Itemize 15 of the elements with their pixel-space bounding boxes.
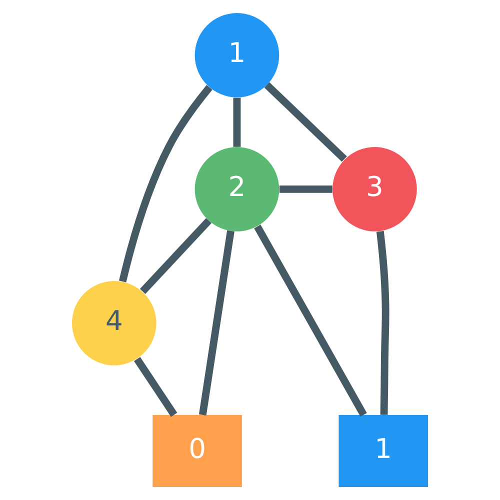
connector <box>198 230 234 416</box>
connector <box>376 230 390 415</box>
node-circle: 3 <box>332 147 417 232</box>
connector <box>140 218 212 294</box>
connector <box>118 85 212 282</box>
node-box: 1 <box>338 415 428 487</box>
connector <box>264 82 347 162</box>
connector <box>279 185 332 193</box>
node-box: 0 <box>152 415 242 487</box>
node-circle: 1 <box>194 13 280 98</box>
connector <box>254 224 367 417</box>
node-circle: 2 <box>194 147 280 232</box>
node-circle: 4 <box>72 281 156 366</box>
connector <box>233 98 241 147</box>
connector <box>134 356 178 417</box>
